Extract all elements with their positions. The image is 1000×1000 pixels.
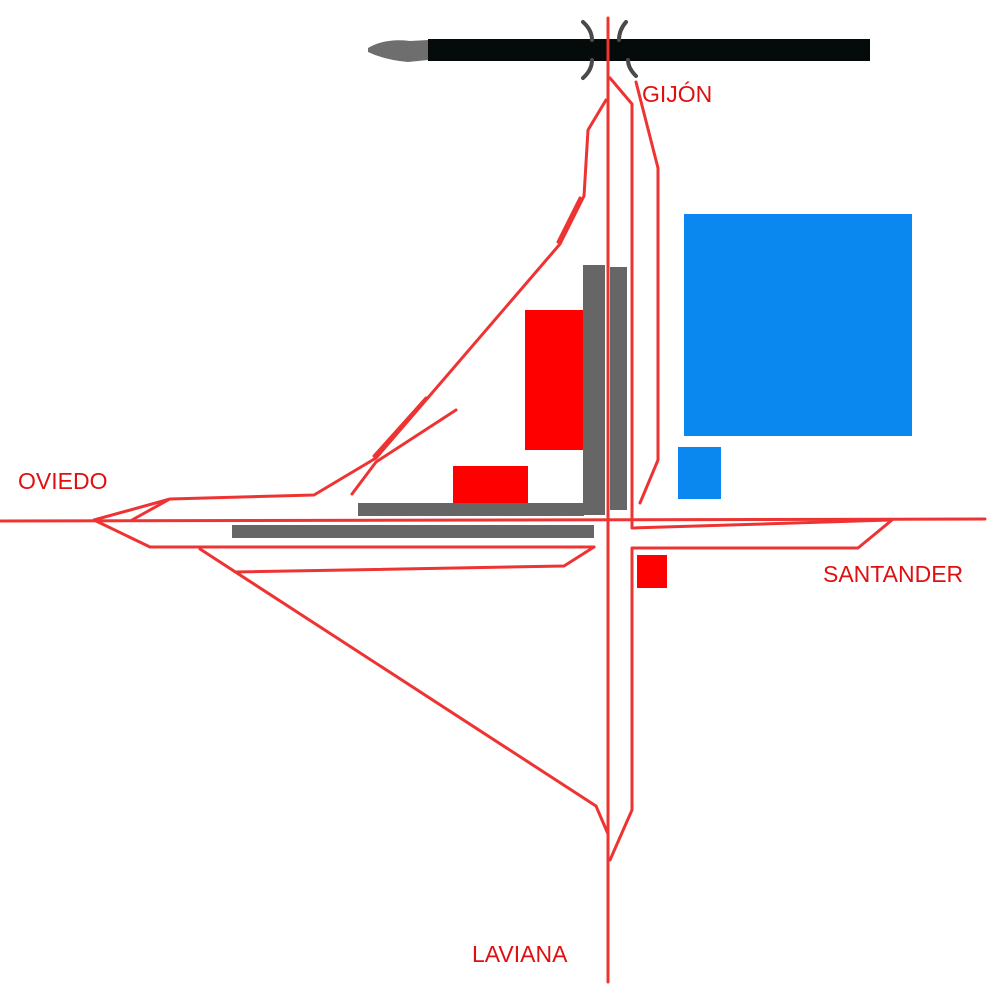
track-inner-diagonal <box>350 408 458 496</box>
red-station-building-small <box>453 466 528 504</box>
label-santander: SANTANDER <box>823 561 963 587</box>
large-blue-building <box>684 214 912 436</box>
track-oviedo-spur <box>130 498 170 522</box>
track-northwest-curve-outer <box>92 98 608 549</box>
track-southwest-curve <box>198 547 610 836</box>
track-northwest-curve-upper-spur <box>372 396 428 458</box>
platform-vertical-2 <box>610 267 627 510</box>
track-gijon-spur <box>634 80 660 505</box>
railway-tracks <box>0 16 987 984</box>
red-station-building-tall <box>525 310 583 450</box>
red-building-southeast <box>637 555 667 588</box>
platform-horizontal-1 <box>358 503 584 516</box>
main-line-east-west <box>0 517 987 523</box>
track-east-loop <box>608 76 894 862</box>
label-oviedo: OVIEDO <box>18 468 107 494</box>
track-south-connector <box>234 545 596 574</box>
small-blue-building <box>678 447 721 499</box>
overpass-bridge-icon <box>368 20 870 80</box>
bridge-deck <box>428 39 870 61</box>
platform-horizontal-2 <box>232 525 594 538</box>
label-gijon: GIJÓN <box>642 81 712 107</box>
bridge-smudge <box>368 40 428 62</box>
track-northwest-curve-inner <box>556 196 582 244</box>
platforms <box>232 265 627 538</box>
bridge-piers <box>581 20 638 80</box>
label-laviana: LAVIANA <box>472 941 568 967</box>
platform-vertical-1 <box>583 265 605 515</box>
